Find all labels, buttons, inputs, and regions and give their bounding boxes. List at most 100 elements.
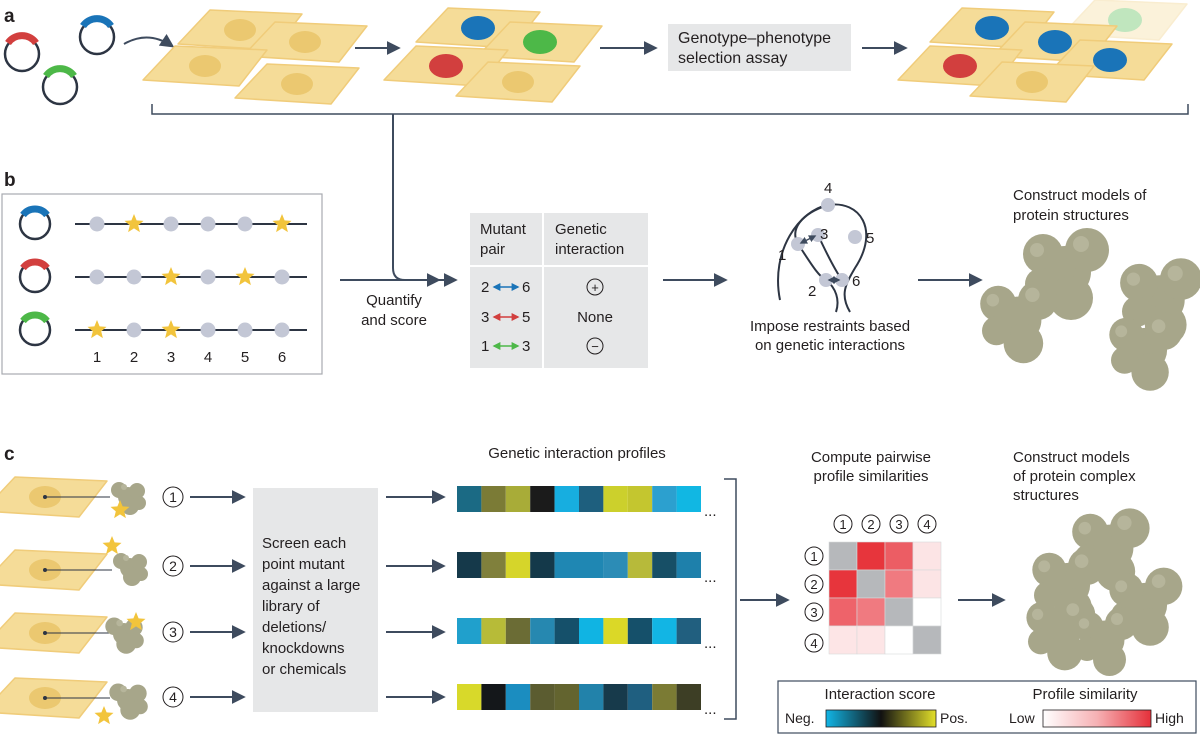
table-header-interaction: interaction (555, 241, 624, 258)
profile-cell (676, 618, 701, 644)
matrix-cell (828, 597, 858, 627)
profile-cell (457, 486, 482, 512)
mutant-id-1: 1 (169, 489, 177, 505)
profile-cell (603, 684, 628, 710)
matrix-cell (828, 625, 858, 655)
screen-line-5: deletions/ (262, 619, 327, 636)
ellipsis-2: ... (704, 569, 717, 586)
mutant-cells (0, 476, 148, 725)
profile-cell (579, 684, 604, 710)
mutation-star (161, 267, 181, 286)
profile-cell (676, 486, 701, 512)
node-2: 2 (808, 283, 816, 300)
screen-line-1: Screen each (262, 535, 346, 552)
similarity-gradient (1042, 709, 1152, 728)
legend-interaction-title: Interaction score (825, 686, 936, 703)
ellipsis-4: ... (704, 701, 717, 718)
profile-cell (530, 618, 555, 644)
profile-cell (627, 684, 653, 710)
row2-a: 3 (481, 309, 489, 326)
matrix-col-3: 3 (895, 517, 902, 532)
mutation-star (161, 320, 181, 339)
profile-cell (579, 618, 604, 644)
matrix-row-4: 4 (810, 636, 817, 651)
profile-cell (652, 618, 677, 644)
row2-b: 5 (522, 309, 530, 326)
row1-a: 2 (481, 279, 489, 296)
mutation-star (126, 612, 146, 631)
matrix-cell (856, 597, 886, 627)
matrix-cell (912, 541, 942, 571)
similarity-matrix: 1 2 3 4 1 2 3 4 (804, 514, 942, 655)
screen-line-7: or chemicals (262, 661, 346, 678)
position-1: 1 (93, 349, 101, 366)
plasmid-blue (78, 15, 116, 56)
profile-cell (457, 618, 482, 644)
position-6: 6 (278, 349, 286, 366)
position-4: 4 (204, 349, 212, 366)
profile-cell (481, 552, 506, 578)
residue-bead (89, 269, 105, 285)
profile-ellipses: ... ... ... ... (704, 503, 717, 718)
profile-cell (505, 618, 531, 644)
profile-cell (481, 486, 506, 512)
quantify-line-1: Quantify (366, 292, 422, 309)
mutation-star (87, 320, 107, 339)
residue-bead (274, 322, 290, 338)
matrix-cell (912, 569, 942, 599)
profile-cell (505, 486, 531, 512)
profile-cell (457, 552, 482, 578)
profile-cell (505, 684, 531, 710)
screen-line-4: library of (262, 598, 320, 615)
profile-cell (481, 618, 506, 644)
node-5: 5 (866, 230, 874, 247)
profile-cell (530, 552, 555, 578)
profiles-title: Genetic interaction profiles (488, 445, 666, 462)
residue-bead (126, 269, 142, 285)
position-5: 5 (241, 349, 249, 366)
profile-cell (554, 486, 579, 512)
profile-cell (530, 486, 555, 512)
row1-value: + (591, 280, 599, 295)
legend-low: Low (1009, 710, 1036, 726)
legend-high: High (1155, 710, 1184, 726)
quantify-line-2: and score (361, 312, 427, 329)
pairwise-line-1: Compute pairwise (811, 449, 931, 466)
transfect-arrow (123, 33, 175, 48)
residue-bead (163, 216, 179, 232)
panel-label-b: b (4, 170, 16, 191)
row3-b: 3 (522, 338, 530, 355)
profile-cell (676, 552, 701, 578)
node-1: 1 (778, 247, 786, 264)
cell-group-selected (897, 0, 1188, 103)
node-6: 6 (852, 273, 860, 290)
profile-cell (603, 552, 628, 578)
profiles-bracket (724, 478, 737, 720)
mutant-id-2: 2 (169, 558, 177, 574)
position-labels: 1 2 3 4 5 6 (93, 349, 286, 366)
row3-a: 1 (481, 338, 489, 355)
profile-cell (579, 552, 604, 578)
residue-bead (237, 216, 253, 232)
matrix-cell (884, 569, 914, 599)
profile-cell (652, 486, 677, 512)
screen-line-2: point mutant (262, 556, 345, 573)
plasmid-green (41, 65, 79, 106)
mutation-star (94, 706, 114, 725)
pairwise-line-2: profile similarities (813, 468, 928, 485)
mutation-star (102, 536, 122, 555)
matrix-col-1: 1 (839, 517, 846, 532)
row3-value: − (591, 339, 599, 354)
selection-assay-box: Genotype–phenotype selection assay (668, 24, 851, 71)
position-3: 3 (167, 349, 175, 366)
table-header-mutant: Mutant (480, 221, 527, 238)
complex-line-3: structures (1013, 487, 1079, 504)
mutant-id-3: 3 (169, 624, 177, 640)
legend-neg: Neg. (785, 710, 815, 726)
residue-bead (200, 269, 216, 285)
matrix-cell (884, 597, 914, 627)
arrows-to-profiles (386, 490, 446, 704)
protein-structure-models (980, 228, 1200, 391)
matrix-row-2: 2 (810, 577, 817, 592)
plasmid-red (3, 32, 41, 73)
